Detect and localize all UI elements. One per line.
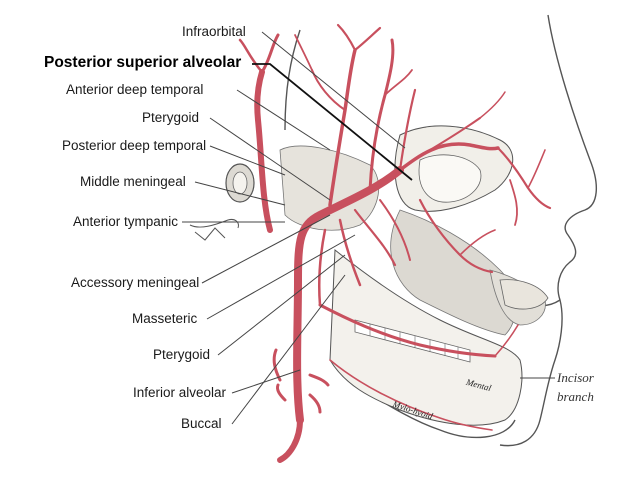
label-incisor-branch-line1: Incisor: [557, 370, 594, 385]
label-buccal: Buccal: [181, 416, 222, 431]
bone-regions: [189, 125, 549, 426]
leader-pterygoid-upper: [209, 117, 331, 201]
label-middle-meningeal: Middle meningeal: [80, 174, 186, 189]
leader-pterygoid-lower: [217, 254, 346, 356]
label-posterior-deep-temporal: Posterior deep temporal: [62, 138, 207, 153]
label-pterygoid-lower: Pterygoid: [153, 347, 211, 362]
label-posterior-superior-alveolar: Posterior superior alveolar: [44, 54, 242, 71]
leader-middle-meningeal: [194, 181, 286, 206]
leader-accessory-meningeal: [201, 214, 331, 284]
leader-anterior-deep-temporal: [236, 89, 331, 151]
leader-masseteric: [206, 234, 356, 320]
label-infraorbital: Infraorbital: [182, 24, 246, 39]
label-anterior-tympanic: Anterior tympanic: [73, 214, 179, 229]
leader-posterior-superior-alveolar: [252, 63, 413, 181]
maxillary-artery-trunk: [293, 166, 404, 424]
label-anterior-deep-temporal: Anterior deep temporal: [66, 82, 204, 97]
superficial-temporal-artery: [254, 69, 273, 233]
label-incisor-branch-line2: branch: [557, 389, 594, 404]
leader-posterior-deep-temporal: [209, 145, 286, 176]
label-pterygoid-upper: Pterygoid: [142, 110, 200, 125]
leader-infraorbital: [261, 31, 406, 149]
leader-inferior-alveolar: [231, 369, 301, 394]
label-accessory-meningeal: Accessory meningeal: [71, 275, 200, 290]
leader-buccal: [231, 274, 346, 425]
label-inferior-alveolar: Inferior alveolar: [133, 385, 227, 400]
leader-lines: [182, 31, 555, 425]
label-masseteric: Masseteric: [132, 311, 198, 326]
